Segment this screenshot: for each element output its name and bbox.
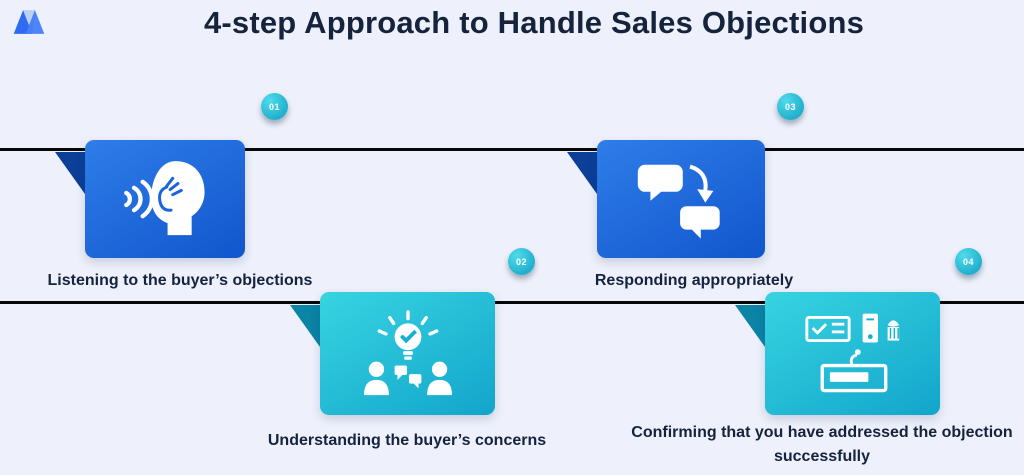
page-title: 4-step Approach to Handle Sales Objectio…: [203, 5, 865, 40]
timeline-line-bottom: [0, 301, 1024, 304]
step-3-ribbon-fold: [567, 152, 597, 194]
brand-logo-icon: [12, 7, 46, 37]
step-3-label: Responding appropriately: [594, 272, 794, 289]
step-4-number-badge: 04: [955, 248, 982, 275]
step-3-card: [597, 140, 765, 258]
step-4-label: Confirming that you have addressed the o…: [631, 424, 1013, 465]
idea-discussion-icon: [360, 309, 456, 398]
step-3-number-badge: 03: [777, 93, 804, 120]
desk-confirmation-icon: [803, 311, 903, 397]
step-4-card: [765, 292, 940, 415]
step-1-number-badge: 01: [261, 93, 288, 120]
step-4-ribbon-fold: [735, 305, 765, 347]
step-1-ribbon-fold: [55, 152, 85, 194]
listening-icon: [122, 159, 208, 239]
step-1-label: Listening to the buyer’s objections: [47, 272, 313, 289]
step-2-card: [320, 292, 495, 415]
step-1-card: [85, 140, 245, 258]
step-2-ribbon-fold: [290, 305, 320, 347]
step-2-label: Understanding the buyer’s concerns: [267, 432, 547, 449]
timeline-line-top: [0, 148, 1024, 151]
step-2-number-badge: 02: [508, 248, 535, 275]
chat-reply-icon: [636, 159, 726, 239]
